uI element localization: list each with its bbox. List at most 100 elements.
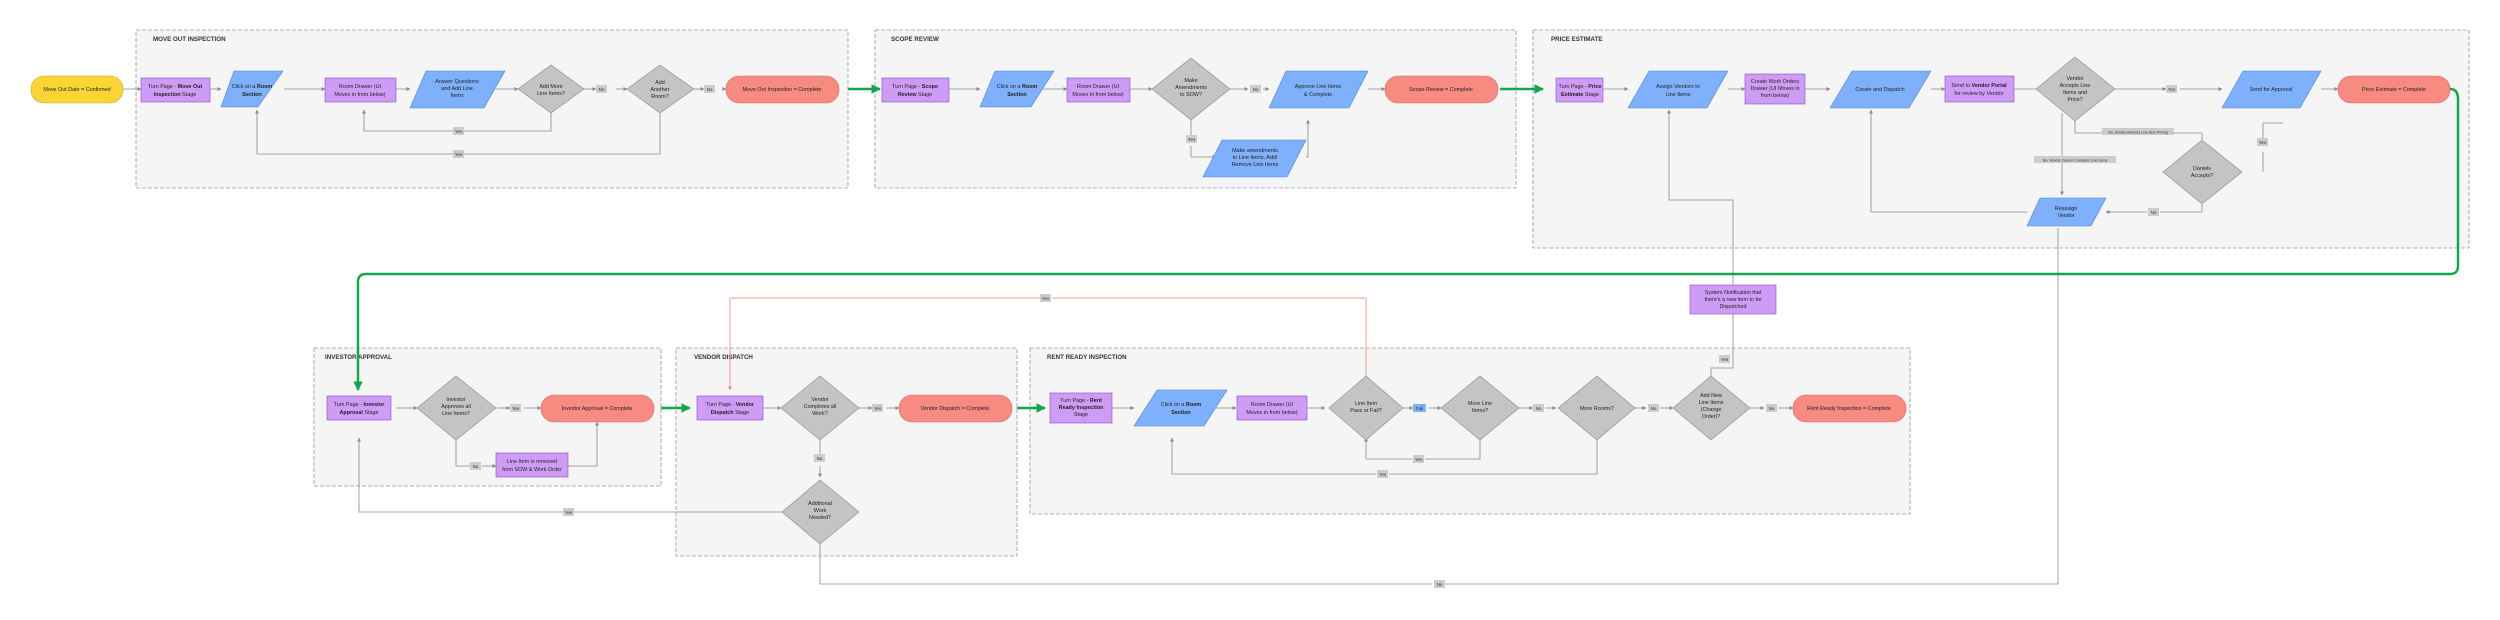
sr-approve-node[interactable]: Approve Line Items & Complete [1268, 70, 1369, 109]
svg-text:Create and Dispatch: Create and Dispatch [1855, 87, 1904, 93]
tag-no-vendor-cannot: No, Vendor Cannot Complete Line Items [2034, 156, 2116, 163]
tag-no: No [1533, 404, 1544, 412]
svg-text:Make: Make [1184, 78, 1197, 84]
red-connector [728, 297, 1367, 391]
pe-vendor-accepts-decision[interactable]: Vendor Accepts Line Items and Price? [2035, 56, 2116, 122]
svg-text:(Change: (Change [1701, 407, 1722, 413]
section-title: VENDOR DISPATCH [694, 354, 753, 361]
tag-yes: Yes [510, 404, 521, 412]
svg-text:Yes: Yes [1188, 137, 1196, 142]
svg-text:Moves in from below): Moves in from below) [334, 92, 385, 98]
svg-text:Review Stage: Review Stage [898, 92, 932, 98]
pe-create-work-orders-node[interactable]: Create Work Orders Drawer (UI Moves in f… [1744, 73, 1806, 105]
svg-text:Items: Items [450, 93, 463, 99]
svg-text:Approve Line Items: Approve Line Items [1295, 84, 1342, 90]
svg-text:there's a new item to be: there's a new item to be [1704, 297, 1761, 303]
svg-text:No: No [1651, 406, 1657, 411]
mo-complete-node[interactable]: Move Out Inspection = Complete [725, 75, 840, 104]
svg-text:Items and: Items and [2063, 90, 2087, 96]
svg-text:Yes: Yes [512, 406, 520, 411]
pe-reassign-vendor-node[interactable]: Reassign Vendor [2026, 197, 2107, 227]
rr-pass-fail-decision[interactable]: Line Item Pass or Fail? [1328, 375, 1404, 441]
svg-text:Room Drawer (UI: Room Drawer (UI [339, 84, 381, 90]
mo-add-room-decision[interactable]: Add Another Room? [626, 64, 695, 114]
tag-yes: Yes [2166, 85, 2177, 93]
svg-text:Click on a Room: Click on a Room [232, 84, 273, 90]
svg-text:No: No [473, 464, 479, 469]
vd-additional-work-decision[interactable]: Additional Work Needed? [781, 479, 860, 545]
pe-assign-vendors-node[interactable]: Assign Vendors to Line Items [1627, 70, 1729, 109]
svg-text:More Line: More Line [1468, 401, 1492, 407]
pe-turn-page-node[interactable]: Turn Page - Price Estimate Stage [1555, 77, 1604, 103]
section-move-out-inspection: MOVE OUT INSPECTION [135, 29, 849, 189]
tag-yes: Yes [453, 127, 464, 135]
svg-text:No: No [707, 87, 713, 92]
svg-text:Send for Approval: Send for Approval [2250, 87, 2293, 93]
svg-text:Moves in from below): Moves in from below) [1072, 92, 1123, 98]
pe-daniels-accepts-decision[interactable]: Daniels Accepts? [2162, 139, 2243, 205]
svg-text:Another: Another [651, 87, 670, 93]
rr-complete-node[interactable]: Rent Ready Inspection = Complete [1792, 394, 1907, 423]
mo-room-drawer-node[interactable]: Room Drawer (UI Moves in from below) [324, 77, 397, 103]
svg-text:Section: Section [1007, 92, 1026, 98]
pe-create-dispatch-node[interactable]: Create and Dispatch [1829, 70, 1932, 109]
svg-text:Add New: Add New [1700, 393, 1722, 399]
svg-text:Yes: Yes [565, 510, 573, 515]
sr-turn-page-node[interactable]: Turn Page - Scope Review Stage [881, 77, 950, 103]
svg-text:Fail: Fail [1416, 406, 1423, 411]
tag-no: No [1250, 85, 1261, 93]
ia-line-item-removed-node[interactable]: Line Item is removed from SOW & Work Ord… [495, 452, 569, 478]
section-vendor-dispatch: VENDOR DISPATCH [675, 347, 1018, 557]
tag-no-vendor-amends: No, Vendor Amends Line Item Pricing [2102, 128, 2174, 135]
svg-text:Room?: Room? [651, 94, 668, 100]
pe-send-approval-node[interactable]: Send for Approval [2221, 70, 2322, 109]
sr-amendments-decision[interactable]: Make Amendments to SOW? [1151, 57, 1231, 121]
svg-text:Section: Section [1171, 410, 1190, 416]
sr-click-room-node[interactable]: Click on a Room Section [979, 70, 1055, 108]
svg-text:Line Items?: Line Items? [442, 411, 470, 417]
mo-turn-page-node[interactable]: Turn Page - Move Out Inspection Stage [140, 77, 211, 103]
svg-text:No: No [2151, 210, 2157, 215]
svg-text:Yes: Yes [455, 129, 463, 134]
pe-system-notification-node[interactable]: System Notification that there's a new i… [1689, 284, 1777, 315]
vd-complete-node[interactable]: Vendor Dispatch = Complete [898, 394, 1013, 423]
svg-text:Yes: Yes [2168, 87, 2176, 92]
svg-text:Send to Vendor Portal: Send to Vendor Portal [1951, 83, 2007, 89]
svg-text:Room Drawer (UI: Room Drawer (UI [1077, 84, 1119, 90]
svg-text:Remove Line Items: Remove Line Items [1232, 162, 1279, 168]
ia-complete-node[interactable]: Investor Approval = Complete [540, 394, 655, 423]
pe-complete-node[interactable]: Price Estimate = Complete [2337, 75, 2451, 104]
svg-text:Line Items?: Line Items? [537, 91, 565, 97]
tag-no: No [1648, 404, 1659, 412]
svg-text:and Add Line: and Add Line [441, 86, 472, 92]
vd-vendor-completes-decision[interactable]: Vendor Completes all Work? [780, 375, 860, 441]
svg-text:Investor Approval = Complete: Investor Approval = Complete [562, 406, 633, 412]
svg-text:Turn Page - Vendor: Turn Page - Vendor [706, 402, 755, 408]
rr-turn-page-node[interactable]: Turn Page - Rent Ready Inspection Stage [1049, 392, 1113, 424]
svg-text:Add: Add [655, 80, 665, 86]
rr-more-line-items-decision[interactable]: More Line Items? [1440, 375, 1520, 441]
sr-complete-node[interactable]: Scope Review = Complete [1384, 75, 1499, 104]
mo-add-more-decision[interactable]: Add More Line Items? [517, 64, 585, 114]
sr-make-amendments-node[interactable]: Make amendments to Line Items, Add/ Remo… [1202, 139, 1307, 178]
start-node[interactable]: Move Out Date = Confirmed [30, 75, 124, 104]
ia-turn-page-node[interactable]: Turn Page - Investor Approval Stage [326, 395, 392, 421]
mo-click-room-node[interactable]: Click on a Room Section [220, 70, 284, 108]
rr-change-order-decision[interactable]: Add New Line Items (Change Order)? [1672, 375, 1751, 441]
sr-room-drawer-node[interactable]: Room Drawer (UI Moves in from below) [1066, 77, 1131, 103]
mo-answer-questions-node[interactable]: Answer Questions and Add Line Items [409, 70, 506, 109]
svg-text:Accepts Line: Accepts Line [2060, 83, 2091, 89]
svg-text:Additional: Additional [808, 501, 832, 507]
svg-text:from below): from below) [1761, 93, 1789, 99]
rr-click-room-node[interactable]: Click on a Room Section [1133, 389, 1228, 427]
ia-investor-approves-decision[interactable]: Investor Approves all Line Items? [416, 375, 497, 441]
svg-text:No: No [599, 87, 605, 92]
svg-text:Work?: Work? [812, 411, 827, 417]
rr-more-rooms-decision[interactable]: More Rooms? [1557, 375, 1636, 441]
tag-no: No [1766, 404, 1777, 412]
vd-turn-page-node[interactable]: Turn Page - Vendor Dispatch Stage [696, 395, 764, 421]
rr-room-drawer-node[interactable]: Room Drawer (UI Moves in from below) [1236, 395, 1308, 421]
pe-send-vendor-portal-node[interactable]: Send to Vendor Portal for review by Vend… [1944, 75, 2015, 103]
svg-text:Create Work Orders: Create Work Orders [1751, 79, 1799, 85]
svg-text:Turn Page - Investor: Turn Page - Investor [334, 402, 386, 408]
